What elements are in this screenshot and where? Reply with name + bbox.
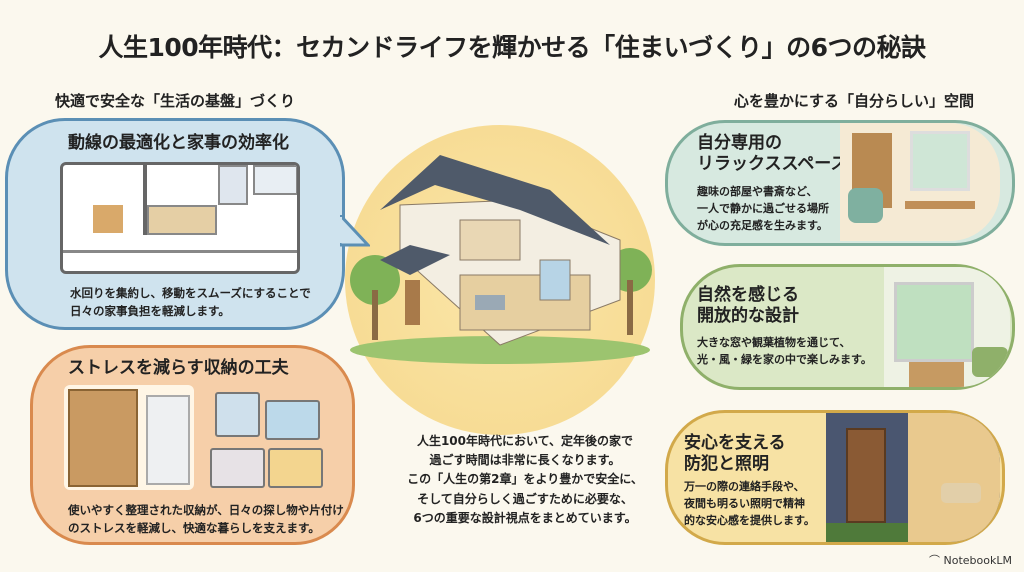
- brand-label: NotebookLM: [943, 554, 1012, 567]
- card-title: ストレスを減らす収納の工夫: [68, 358, 289, 378]
- text-line: 過ごす時間は非常に長くなります。: [429, 453, 621, 468]
- text-line: 趣味の部屋や書斎など、: [697, 185, 818, 198]
- text-line: 夜間も明るい照明で精神: [684, 497, 805, 511]
- storage-boxes-illustration: [210, 390, 325, 490]
- bubble-pointer: [340, 215, 370, 247]
- title-line: リラックススペース: [697, 154, 848, 175]
- text-line: 水回りを集約し、移動をスムーズにすることで: [70, 286, 311, 300]
- text-line: 大きな窓や観葉植物を通じて、: [697, 336, 851, 349]
- title-line: 開放的な設計: [697, 306, 799, 327]
- card-title: 自分専用のリラックススペース: [697, 133, 847, 176]
- card-title: 自然を感じる開放的な設計: [697, 285, 799, 328]
- floor-plan-illustration: [60, 162, 300, 274]
- text-line: そして自分らしく過ごすために必要な、: [417, 491, 633, 506]
- notebooklm-brand: ⌒ NotebookLM: [929, 552, 1012, 568]
- right-section-heading: 心を豊かにする「自分らしい」空間: [733, 92, 974, 110]
- text-line: 日々の家事負担を軽減します。: [70, 303, 230, 318]
- title-line: 自分専用の: [697, 133, 782, 153]
- closet-illustration: [64, 385, 194, 490]
- house-illustration: [350, 155, 652, 364]
- text-line: のストレスを軽減し、快適な暮らしを支えます。: [68, 520, 320, 535]
- text-line: 一人で静かに過ごせる場所: [697, 202, 829, 216]
- title-line: 防犯と照明: [684, 454, 769, 475]
- text-line: 的な安心感を提供します。: [684, 514, 815, 528]
- card-title: 安心を支える防犯と照明: [684, 433, 786, 476]
- study-room-illustration: [840, 123, 1000, 241]
- card-description: 大きな窓や観葉植物を通じて、光・風・緑を家の中で楽しみます。: [697, 334, 872, 368]
- open-window-illustration: [884, 267, 1010, 387]
- card-description: 水回りを集約し、移動をスムーズにすることで日々の家事負担を軽減します。: [70, 285, 311, 321]
- text-line: 6つの重要な設計視点をまとめています。: [413, 510, 637, 525]
- title-line: 安心を支える: [684, 433, 786, 453]
- card-description: 趣味の部屋や書斎など、一人で静かに過ごせる場所が心の充足感を生みます。: [697, 183, 829, 234]
- card-description: 万一の際の連絡手段や、夜間も明るい照明で精神的な安心感を提供します。: [684, 478, 815, 529]
- title-line: 自然を感じる: [697, 285, 799, 305]
- card-title: 動線の最適化と家事の効率化: [68, 133, 289, 153]
- text-line: 使いやすく整理された収納が、日々の探し物や片付け: [68, 503, 344, 517]
- text-line: この「人生の第2章」をより豊かで安全に、: [407, 472, 643, 487]
- text-line: 人生100年時代において、定年後の家で: [416, 434, 634, 448]
- page-title: 人生100年時代：セカンドライフを輝かせる「住まいづくり」の6つの秘訣: [98, 33, 926, 62]
- text-line: 万一の際の連絡手段や、: [684, 480, 805, 493]
- text-line: が心の充足感を生みます。: [697, 219, 828, 233]
- notebooklm-logo-icon: ⌒: [929, 554, 944, 567]
- center-description: 人生100年時代において、定年後の家で 過ごす時間は非常に長くなります。 この「…: [380, 432, 670, 528]
- card-description: 使いやすく整理された収納が、日々の探し物や片付けのストレスを軽減し、快適な暮らし…: [68, 502, 344, 538]
- entrance-lighting-illustration: [826, 413, 1000, 542]
- left-section-heading: 快適で安全な「生活の基盤」づくり: [55, 92, 296, 110]
- text-line: 光・風・緑を家の中で楽しみます。: [697, 353, 872, 367]
